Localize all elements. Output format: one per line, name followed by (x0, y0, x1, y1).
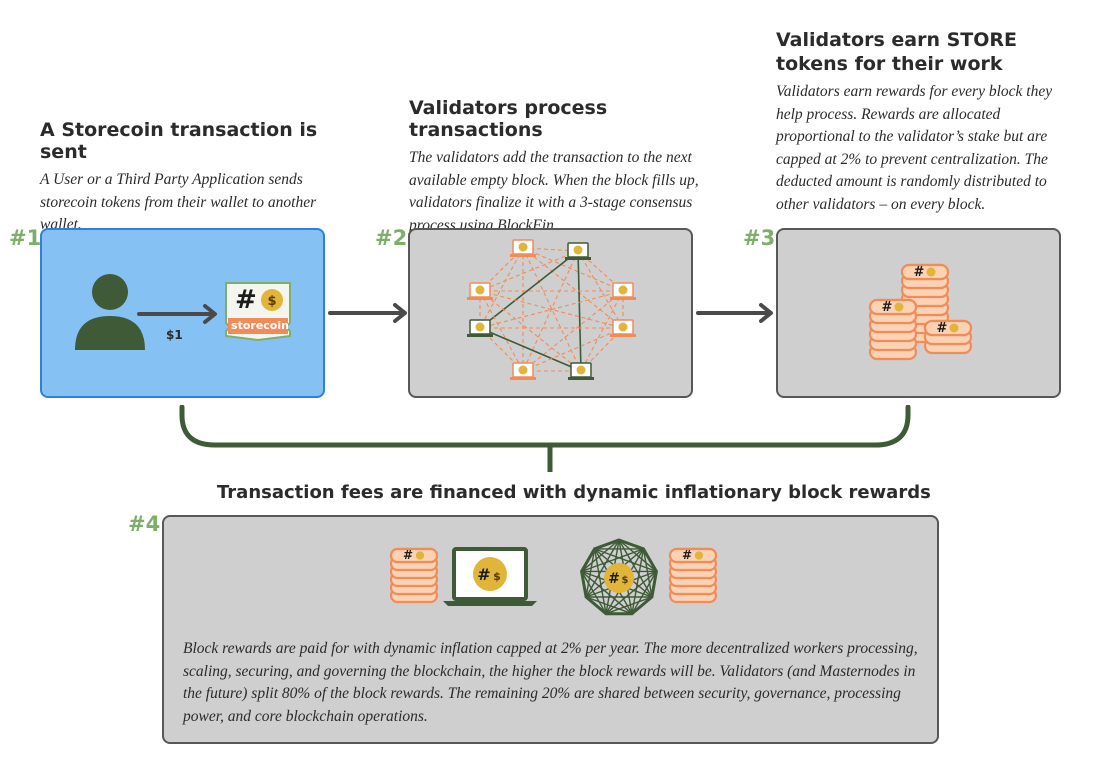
user-icon (75, 274, 145, 350)
svg-text:#: # (608, 571, 620, 587)
step3-panel: # # # (776, 228, 1061, 398)
step4-panel: ## # $ #$ Block rewards are paid for wit… (162, 515, 939, 744)
svg-text:#: # (682, 548, 692, 562)
validator-node (510, 239, 536, 257)
coin-stack-icon: # (668, 547, 718, 604)
network-connections (479, 247, 624, 372)
arrow-right-icon (696, 303, 773, 323)
step2-number: #2 (375, 226, 408, 250)
svg-text:$: $ (267, 294, 276, 309)
validator-node (510, 362, 536, 380)
step3-number: #3 (743, 226, 776, 250)
coin-stack-icon: # # # (868, 263, 973, 361)
svg-text:#: # (937, 321, 948, 336)
transfer-amount: $1 (166, 328, 183, 342)
step3-description: Validators earn rewards for every block … (776, 83, 1053, 213)
coin-stack-icon: # (923, 319, 973, 355)
arrow-right-icon (328, 303, 407, 323)
step4-number: #4 (128, 512, 161, 536)
step3-title-line2: tokens for their work (776, 53, 1003, 75)
validator-node (467, 319, 493, 337)
step1-number: #1 (9, 226, 42, 250)
svg-text:#: # (403, 548, 413, 562)
validator-node (610, 282, 636, 300)
validator-network-icon (467, 239, 636, 380)
svg-text:#: # (914, 265, 925, 280)
step3-text: Validators earn STORE tokens for their w… (776, 28, 1086, 216)
coin-stack-icon: # (868, 298, 918, 361)
step2-description: The validators add the transaction to th… (409, 149, 699, 234)
step2-panel (408, 228, 693, 398)
storecoin-wallet-icon: $ (225, 282, 291, 342)
wallet-symbol: # (235, 285, 257, 315)
arrow-right-icon (137, 304, 217, 324)
validator-node (467, 282, 493, 300)
wallet-label: storecoin (231, 319, 289, 332)
validator-node (568, 362, 594, 380)
step1-description: A User or a Third Party Application send… (40, 171, 317, 233)
mesh-coin-icon: #$ (580, 538, 658, 616)
coin-stack-icon: # (389, 547, 439, 604)
step2-text: Validators process transactions The vali… (409, 97, 729, 237)
svg-text:#: # (882, 300, 893, 315)
bracket-connector (179, 405, 911, 472)
validator-node (565, 242, 591, 260)
step4-title: Transaction fees are financed with dynam… (217, 482, 931, 503)
svg-text:$: $ (622, 575, 629, 586)
validator-nodes (467, 239, 636, 380)
step1-text: A Storecoin transaction is sent A User o… (40, 119, 340, 237)
step1-panel: $ # storecoin $1 (40, 228, 325, 398)
svg-text:#: # (477, 565, 490, 584)
step1-illustration: $ (75, 274, 291, 350)
validator-node (610, 319, 636, 337)
laptop-icon: # $ (443, 547, 537, 606)
step4-description: Block rewards are paid for with dynamic … (183, 640, 918, 725)
svg-text:$: $ (493, 570, 501, 583)
rewards-illustration: ## # $ #$ (389, 538, 718, 616)
step1-title: A Storecoin transaction is sent (40, 119, 318, 163)
step3-title-line1: Validators earn STORE (776, 29, 1017, 51)
step2-title: Validators process transactions (409, 97, 608, 141)
